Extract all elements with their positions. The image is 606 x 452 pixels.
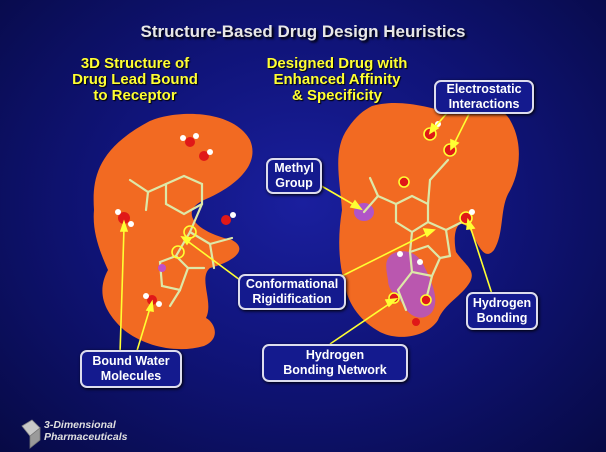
logo-mark	[21, 419, 41, 449]
label-line: Methyl	[274, 161, 314, 175]
label-line: Interactions	[448, 97, 520, 111]
label-line: Group	[275, 176, 313, 190]
label-line: Bound Water	[92, 354, 170, 368]
right-molecule	[362, 158, 464, 312]
slide-title: Structure-Based Drug Design Heuristics	[140, 22, 466, 41]
right-polar-atoms	[388, 121, 475, 326]
company-logo-text: 3-Dimensional Pharmaceuticals	[44, 419, 127, 443]
logo-line: 3-Dimensional	[44, 419, 116, 431]
left-heading: 3D Structure of Drug Lead Bound to Recep…	[60, 56, 210, 104]
electrostatic-interactions-label: Electrostatic Interactions	[434, 80, 534, 114]
conformational-rigidification-label: Conformational Rigidification	[238, 274, 346, 310]
left-heading-line: Drug Lead Bound	[72, 71, 198, 88]
right-heading-line: & Specificity	[291, 87, 383, 104]
rotatable-bond-marker-2	[171, 245, 185, 259]
label-line: Bonding	[476, 311, 528, 325]
logo-line: Pharmaceuticals	[44, 431, 128, 443]
label-line: Hydrogen	[472, 296, 532, 310]
left-heading-line: 3D Structure of	[80, 55, 190, 72]
methyl-group-label: Methyl Group	[266, 158, 322, 194]
left-molecule	[128, 174, 234, 308]
left-heading-line: to Receptor	[93, 87, 177, 104]
label-line: Rigidification	[252, 292, 332, 306]
left-receptor-pocket	[93, 113, 253, 350]
label-line: Molecules	[100, 369, 162, 383]
right-heading-line: Enhanced Affinity	[273, 71, 401, 88]
right-heading-line: Designed Drug with	[266, 55, 408, 72]
label-line: Hydrogen	[305, 348, 365, 362]
bound-water-molecules-label: Bound Water Molecules	[80, 350, 182, 388]
hydrogen-bonding-label: Hydrogen Bonding	[466, 292, 538, 330]
left-nitrogen-atom	[158, 264, 166, 272]
label-line: Conformational	[245, 277, 339, 291]
label-line: Bonding Network	[283, 363, 387, 377]
left-water-molecules	[115, 133, 236, 307]
right-heading: Designed Drug with Enhanced Affinity & S…	[262, 56, 412, 104]
hydrogen-bonding-network-label: Hydrogen Bonding Network	[262, 344, 408, 382]
label-line: Electrostatic	[446, 82, 522, 96]
annotation-arrows	[119, 111, 493, 355]
